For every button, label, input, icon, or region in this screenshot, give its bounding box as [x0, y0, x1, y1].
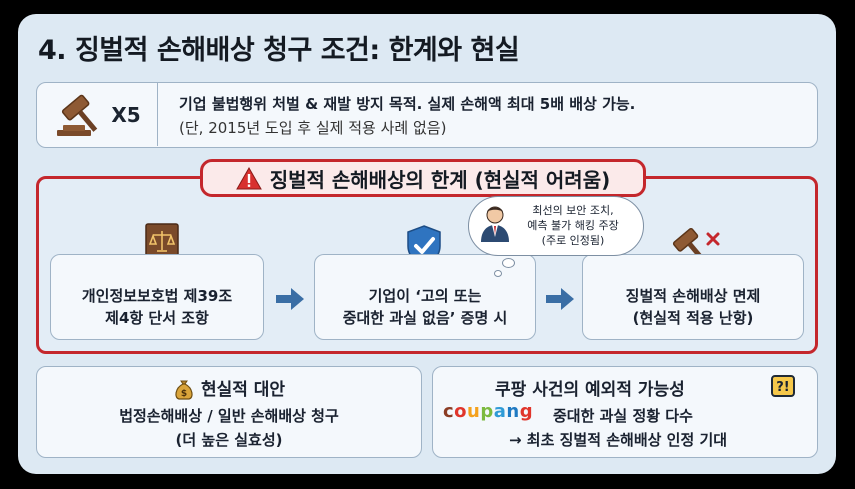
limits-heading-box: 징벌적 손해배상의 한계 (현실적 어려움): [200, 159, 646, 197]
step-1-line-1: 개인정보보호법 제39조: [81, 287, 233, 305]
alternative-line-2: (더 높은 실효성): [175, 431, 283, 449]
bubble-line-1: 최선의 보안 조치,: [532, 204, 614, 217]
coupang-box: 쿠팡 사건의 예외적 가능성 ?! coupang 중대한 과실 정황 다수 →…: [432, 366, 818, 458]
coupang-line-1: 중대한 과실 정황 다수: [553, 407, 693, 425]
coupang-line-2: → 최초 징벌적 손해배상 인정 기대: [509, 431, 728, 449]
logo-letter: p: [480, 401, 494, 422]
alternative-heading: 현실적 대안: [200, 380, 286, 400]
step-2-line-2: 중대한 과실 없음’ 증명 시: [342, 309, 508, 327]
alternative-box: $ 현실적 대안 법정손해배상 / 일반 손해배상 청구 (더 높은 실효성): [36, 366, 422, 458]
businessman-icon: [481, 206, 509, 242]
logo-letter: c: [443, 401, 455, 422]
bubble-dot-small: [494, 270, 502, 277]
logo-letter: a: [493, 401, 507, 422]
page-title: 4. 징벌적 손해배상 청구 조건: 한계와 현실: [38, 35, 520, 66]
step-2-box: 기업이 ‘고의 또는 중대한 과실 없음’ 증명 시: [314, 254, 536, 340]
step-1-box: 개인정보보호법 제39조 제4항 단서 조항: [50, 254, 264, 340]
bubble-line-2: 예측 불가 해킹 주장: [527, 219, 619, 232]
summary-icon-cell: X5: [37, 83, 158, 146]
summary-box: X5 기업 불법행위 처벌 & 재발 방지 목적. 실제 손해액 최대 5배 배…: [36, 82, 818, 148]
coupang-heading: 쿠팡 사건의 예외적 가능성: [495, 380, 685, 400]
summary-line-2: (단, 2015년 도입 후 실제 적용 사례 없음): [179, 119, 447, 137]
money-bag-icon: $: [175, 380, 193, 400]
step-3-line-2: (현실적 적용 난항): [632, 309, 754, 327]
logo-letter: o: [454, 401, 468, 422]
step-2-line-1: 기업이 ‘고의 또는: [368, 287, 482, 305]
alternative-line-1: 법정손해배상 / 일반 손해배상 청구: [119, 407, 339, 425]
warning-icon: [235, 166, 262, 189]
step-1-line-2: 제4항 단서 조항: [105, 309, 209, 327]
svg-text:$: $: [181, 389, 187, 399]
logo-letter: u: [467, 401, 481, 422]
logo-letter: g: [519, 401, 534, 422]
step-3-box: 징벌적 손해배상 면제 (현실적 적용 난항): [582, 254, 804, 340]
coupang-logo: coupang: [443, 401, 533, 422]
limits-heading: 징벌적 손해배상의 한계 (현실적 어려움): [269, 167, 611, 192]
step-3-line-1: 징벌적 손해배상 면제: [625, 287, 761, 305]
logo-letter: n: [506, 401, 520, 422]
arrow-right-icon: [276, 288, 304, 310]
arrow-right-icon: [546, 288, 574, 310]
question-exclaim-icon: ?!: [771, 375, 795, 397]
bubble-line-3: (주로 인정됨): [541, 234, 605, 247]
alternative-heading-row: $ 현실적 대안: [37, 375, 421, 400]
bubble-dot-large: [502, 258, 515, 268]
multiplier-label: X5: [111, 102, 141, 127]
summary-line-1: 기업 불법행위 처벌 & 재발 방지 목적. 실제 손해액 최대 5배 배상 가…: [179, 95, 636, 113]
gavel-icon: [57, 94, 98, 136]
